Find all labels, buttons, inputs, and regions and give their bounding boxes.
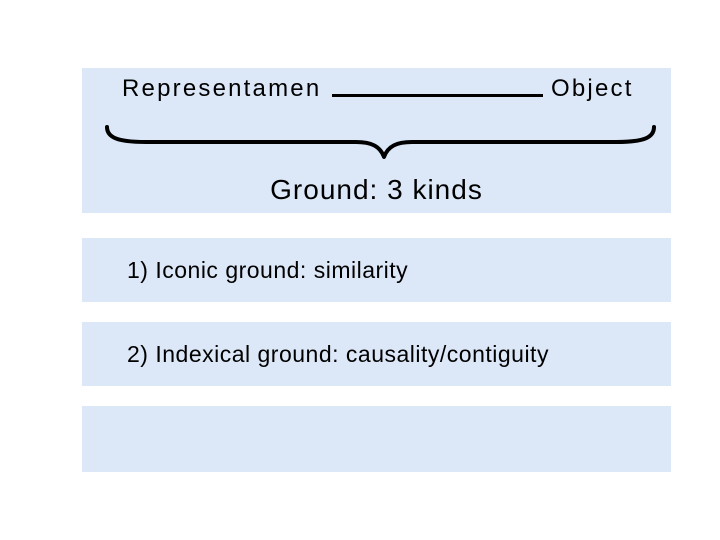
list-item-indexical: 2) Indexical ground: causality/contiguit…	[82, 322, 671, 386]
list-item-text: 2) Indexical ground: causality/contiguit…	[127, 340, 549, 367]
ground-kinds-label: Ground: 3 kinds	[270, 174, 483, 205]
list-item-iconic: 1) Iconic ground: similarity	[82, 238, 671, 302]
connector-line	[332, 94, 543, 97]
underbrace-shape	[105, 125, 656, 159]
representamen-label: Representamen	[122, 75, 322, 102]
list-item-empty	[82, 406, 671, 472]
list-item-text: 1) Iconic ground: similarity	[127, 256, 409, 283]
diagram-panel: Representamen Object Ground: 3 kinds	[82, 68, 671, 213]
object-label: Object	[551, 75, 634, 102]
